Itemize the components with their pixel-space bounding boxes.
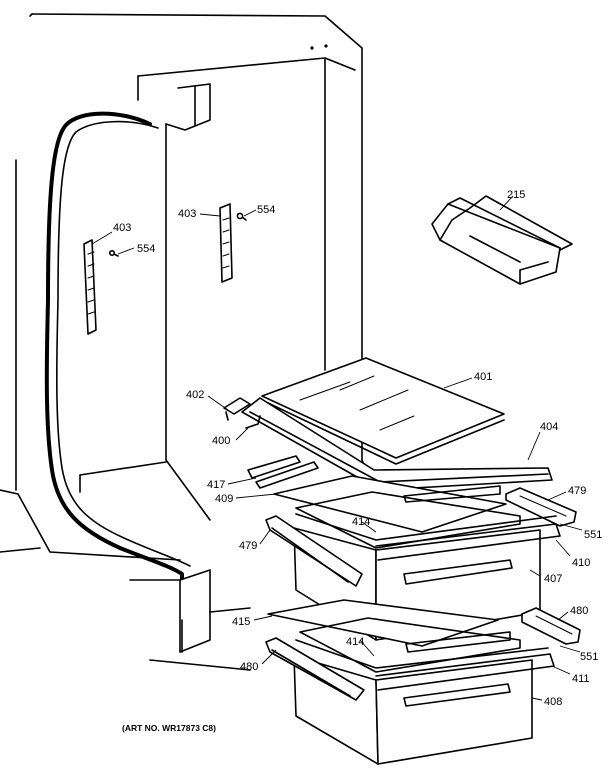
label-403-mid: 403 (178, 208, 196, 220)
rail-right-lower (521, 607, 581, 645)
rail-left-upper (265, 515, 363, 587)
part-labels: 215 401 402 400 403 554 403 554 404 417 … (113, 189, 602, 733)
label-479-right: 479 (568, 485, 586, 497)
art-number: (ART NO. WR17873 C8) (122, 723, 216, 733)
label-554-left: 554 (137, 243, 155, 255)
rail-right-upper (505, 487, 577, 527)
crisper-cover-upper (273, 475, 521, 549)
label-410: 410 (572, 557, 590, 569)
door-bin (431, 195, 573, 285)
cabinet-body (0, 13, 367, 671)
label-480-left: 480 (240, 661, 258, 673)
label-414-lower: 414 (346, 636, 364, 648)
shelf-bracket-mid (219, 203, 247, 283)
label-479-left: 479 (239, 540, 257, 552)
glass-shelf (261, 357, 505, 465)
shelf-bracket-left (83, 239, 119, 335)
slide-rail-417 (247, 455, 319, 489)
label-407: 407 (544, 573, 562, 585)
crisper-cover-lower (267, 599, 521, 673)
crisper-drawer-lower (293, 639, 555, 765)
label-400: 400 (212, 435, 230, 447)
label-401: 401 (474, 371, 492, 383)
label-417: 417 (207, 479, 225, 491)
rail-left-lower (265, 637, 365, 701)
label-408: 408 (544, 696, 562, 708)
label-404: 404 (540, 421, 558, 433)
label-411: 411 (572, 673, 590, 685)
label-402: 402 (186, 389, 204, 401)
label-551-upper: 551 (584, 529, 602, 541)
label-414-upper: 414 (352, 516, 370, 528)
label-409: 409 (215, 493, 233, 505)
label-415: 415 (232, 616, 250, 628)
label-215: 215 (507, 189, 525, 201)
leader-lines (91, 195, 583, 701)
label-480-right: 480 (570, 605, 588, 617)
label-403-left: 403 (113, 222, 131, 234)
shelf-end-cap (223, 397, 251, 421)
label-554-mid: 554 (257, 204, 275, 216)
label-551-lower: 551 (580, 651, 598, 663)
